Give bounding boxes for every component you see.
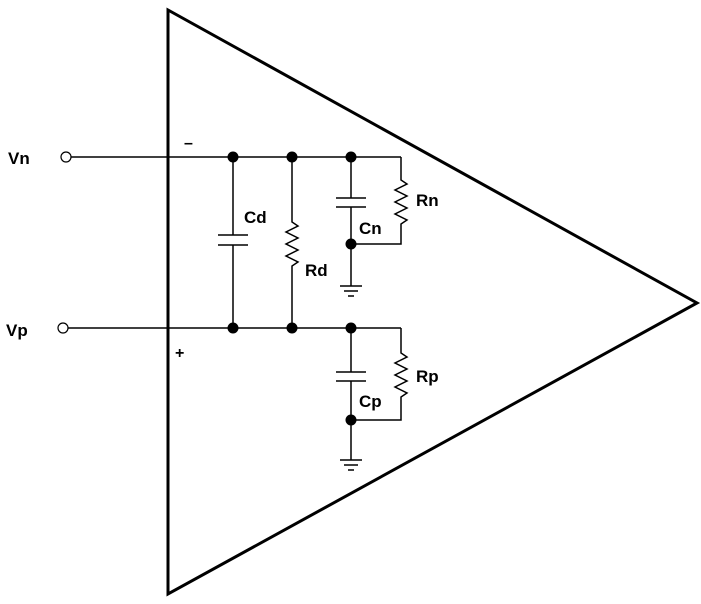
op-amp-triangle <box>166 7 701 597</box>
junction-dot <box>286 322 298 334</box>
capacitor-cd: Cd <box>218 157 267 328</box>
junction-dot <box>286 151 298 163</box>
junction-dot <box>345 322 357 334</box>
minus-sign: – <box>184 135 193 152</box>
resistor-rp: Rp <box>351 328 439 421</box>
junction-dot <box>345 151 357 163</box>
cn-label: Cn <box>359 219 382 238</box>
capacitor-cn: Cn <box>336 157 382 286</box>
rd-label: Rd <box>305 261 328 280</box>
vp-terminal-circle <box>57 322 69 334</box>
capacitor-cp: Cp <box>336 328 382 460</box>
junction-dot <box>345 414 357 426</box>
junction-dots <box>227 151 357 426</box>
resistor-rn: Rn <box>351 157 439 245</box>
rn-label: Rn <box>416 191 439 210</box>
ground-icon-p <box>340 459 362 471</box>
junction-dot <box>227 322 239 334</box>
junction-dot <box>227 151 239 163</box>
vp-label: Vp <box>6 321 28 340</box>
rp-label: Rp <box>416 367 439 386</box>
cd-label: Cd <box>244 208 267 227</box>
plus-sign: + <box>175 345 184 362</box>
vn-terminal-circle <box>60 151 72 163</box>
terminal-vp: Vp <box>6 321 401 340</box>
vn-label: Vn <box>8 149 30 168</box>
resistor-rd: Rd <box>284 157 328 328</box>
cp-label: Cp <box>359 392 382 411</box>
junction-dot <box>345 238 357 250</box>
terminal-vn: Vn <box>8 149 401 168</box>
ground-icon-n <box>340 285 362 297</box>
